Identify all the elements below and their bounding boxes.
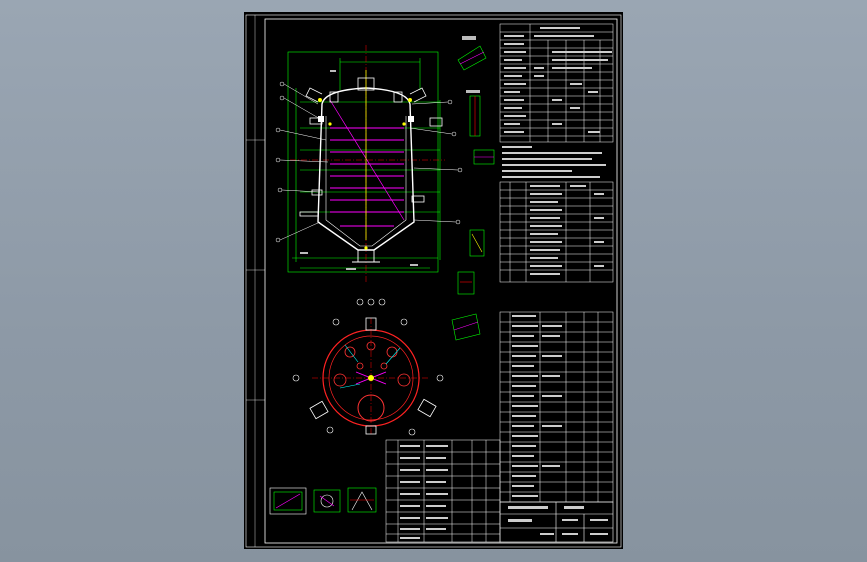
front-section-view[interactable] bbox=[275, 45, 463, 282]
drawing-sheet bbox=[244, 12, 623, 549]
section-detail-1 bbox=[269, 487, 307, 515]
top-plan-view[interactable] bbox=[292, 298, 444, 436]
bottom-parts-table[interactable] bbox=[385, 439, 501, 543]
manhole-plan bbox=[357, 394, 385, 422]
detail-a bbox=[457, 36, 487, 71]
section-details[interactable] bbox=[269, 487, 377, 515]
plan-nozzle-ports bbox=[333, 341, 411, 387]
bottom-outlet bbox=[352, 249, 380, 263]
sheet-border-inner bbox=[264, 18, 618, 544]
top-nozzles bbox=[305, 87, 427, 103]
vessel-jacket bbox=[325, 116, 407, 247]
bottom-parts-text bbox=[400, 445, 448, 539]
plan-balloons bbox=[292, 298, 444, 436]
plan-side-stubs bbox=[309, 317, 437, 435]
leader-lines bbox=[279, 83, 459, 241]
vessel-plan-inner bbox=[328, 335, 414, 421]
title-block-text bbox=[508, 506, 608, 535]
nozzle-markers bbox=[318, 98, 412, 250]
nozzle-schedule-text bbox=[530, 185, 604, 275]
motor-mount bbox=[357, 77, 375, 91]
part-balloons bbox=[275, 81, 463, 243]
detail-c bbox=[473, 149, 495, 165]
nozzle-schedule-table[interactable] bbox=[499, 181, 614, 283]
heating-coil bbox=[329, 99, 405, 227]
plan-leaders bbox=[339, 344, 401, 389]
technical-data-text bbox=[504, 27, 612, 133]
dimension-text bbox=[300, 70, 418, 270]
detail-b bbox=[466, 90, 481, 137]
section-detail-2 bbox=[313, 489, 341, 513]
parts-list-text bbox=[512, 315, 562, 497]
detail-d bbox=[469, 229, 485, 257]
section-detail-3 bbox=[347, 487, 377, 513]
detail-e bbox=[457, 271, 475, 295]
title-block[interactable] bbox=[499, 501, 614, 543]
binding-strip bbox=[246, 15, 265, 547]
technical-data-table[interactable] bbox=[499, 23, 614, 143]
support-lugs bbox=[318, 116, 414, 122]
detail-views[interactable] bbox=[451, 36, 495, 341]
detail-f bbox=[451, 313, 481, 341]
technical-requirements-notes bbox=[502, 146, 606, 178]
shaft-plan bbox=[368, 375, 374, 381]
sheet-border-outer bbox=[245, 14, 622, 548]
